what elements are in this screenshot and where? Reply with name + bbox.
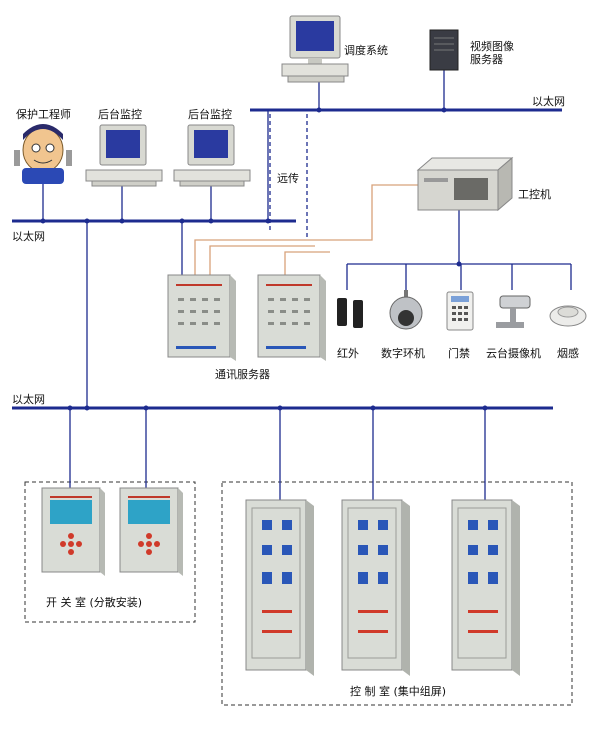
protection-device-1-icon	[41, 487, 105, 576]
control-room-box	[221, 481, 573, 706]
engineer-icon	[14, 124, 72, 184]
remote-links	[269, 114, 308, 240]
dome-camera-icon	[389, 290, 423, 330]
protection-device-2-icon	[119, 487, 183, 576]
label-video-server: 视频图像 服务器	[470, 40, 514, 66]
dispatch-computer-icon	[281, 15, 349, 83]
video-server-icon	[429, 29, 459, 71]
label-middle-ethernet: 以太网	[12, 230, 45, 243]
ptz-camera-icon	[496, 295, 531, 328]
comm-server-1-icon	[167, 274, 236, 361]
label-comm-server: 通讯服务器	[215, 368, 270, 381]
label-sensor-access: 门禁	[448, 347, 470, 360]
network-links	[42, 70, 572, 500]
comm-server-2-icon	[257, 274, 326, 361]
label-backend-1: 后台监控	[98, 108, 142, 121]
label-ipc: 工控机	[518, 188, 551, 201]
backend-monitor-1-icon	[85, 124, 163, 187]
label-control-room: 控 制 室 (集中组屏)	[350, 685, 447, 698]
industrial-pc-icon	[416, 156, 514, 212]
label-backend-2: 后台监控	[188, 108, 232, 121]
infrared-sensor-icon	[337, 298, 363, 328]
label-bottom-ethernet: 以太网	[12, 393, 45, 406]
junction-dots	[40, 107, 488, 411]
backend-monitor-2-icon	[173, 124, 251, 187]
control-cabinet-2-icon	[341, 499, 410, 676]
label-sensor-smoke: 烟感	[557, 347, 579, 360]
control-cabinet-3-icon	[451, 499, 520, 676]
control-cabinet-1-icon	[245, 499, 314, 676]
label-switch-room: 开 关 室 (分散安装)	[46, 596, 143, 609]
label-sensor-infrared: 红外	[337, 347, 359, 360]
label-dispatch-system: 调度系统	[344, 44, 388, 57]
label-remote: 远传	[277, 172, 299, 185]
label-sensor-ptz: 云台摄像机	[486, 347, 541, 360]
ethernet-buses	[12, 108, 562, 410]
label-top-ethernet: 以太网	[532, 95, 565, 108]
access-control-icon	[446, 291, 474, 331]
switch-room-box	[24, 481, 196, 623]
smoke-detector-icon	[549, 305, 587, 327]
label-sensor-dome: 数字环机	[381, 347, 425, 360]
serial-links	[194, 184, 418, 275]
label-engineer: 保护工程师	[16, 108, 71, 121]
